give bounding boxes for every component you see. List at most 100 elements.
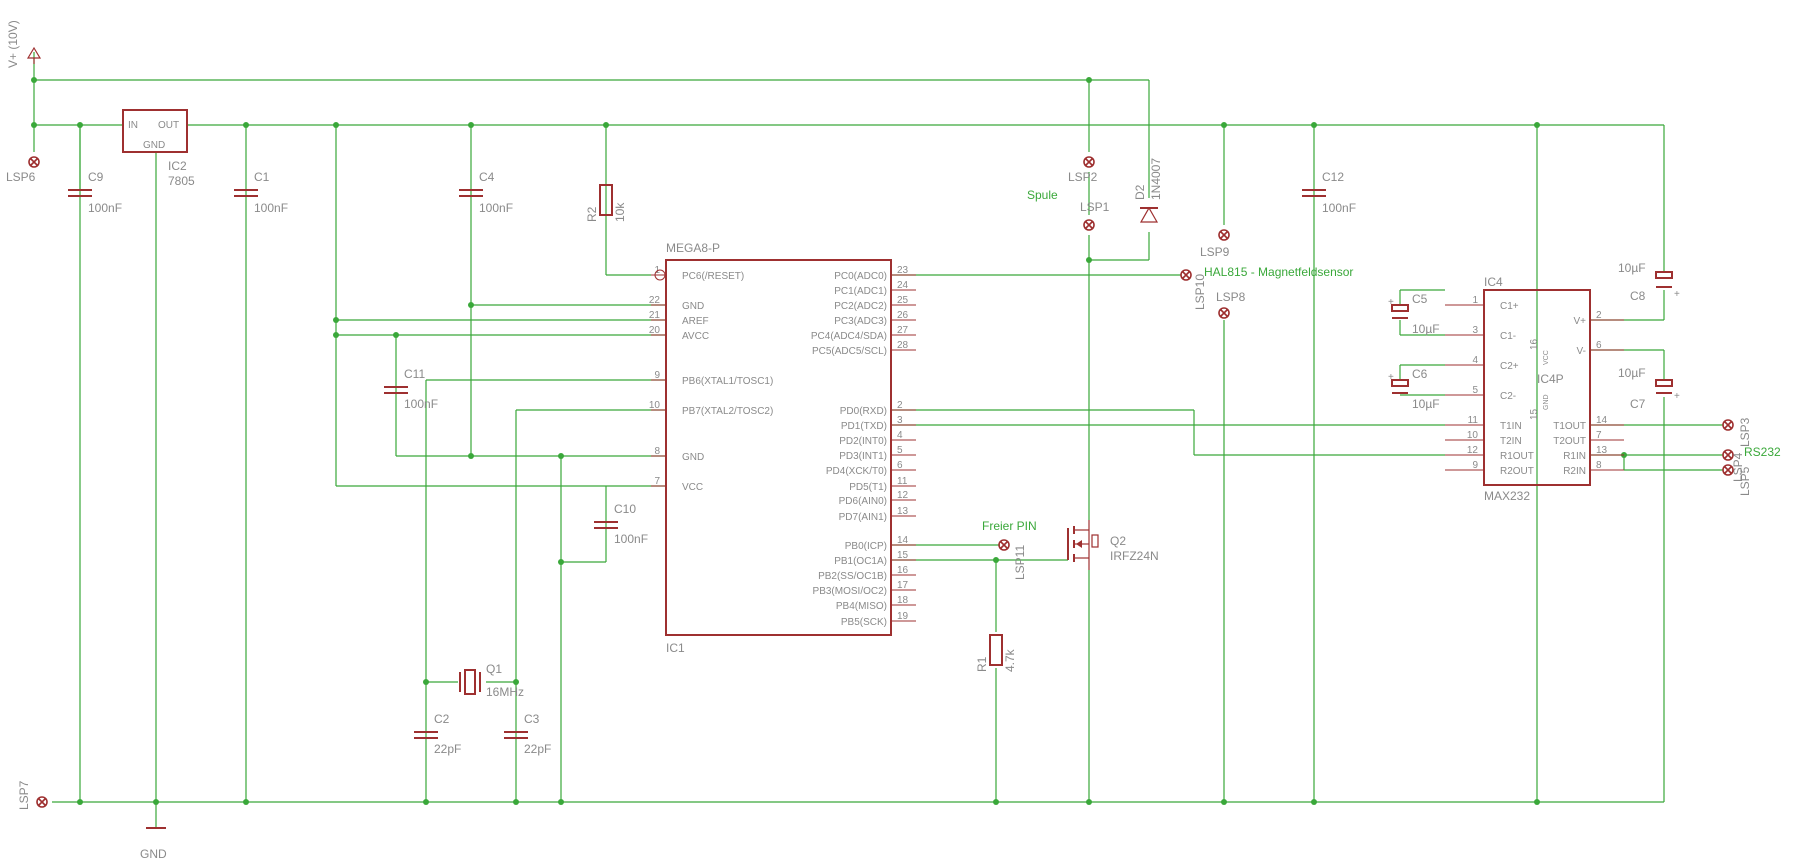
lsp10-label: LSP10 bbox=[1193, 274, 1207, 310]
vplus-supply: V+ (10V) bbox=[6, 20, 42, 68]
c10-value: 100nF bbox=[614, 532, 648, 546]
mosfet-q2[interactable]: Q2 IRFZ24N bbox=[1067, 520, 1159, 570]
lsp8[interactable]: LSP8 bbox=[1216, 290, 1246, 319]
cap-c1[interactable]: C1 100nF bbox=[234, 170, 288, 215]
lsp4[interactable]: LSP4 bbox=[1722, 449, 1745, 482]
mcu-pin-number: 6 bbox=[897, 460, 903, 471]
max232-pin-number: 5 bbox=[1472, 385, 1478, 396]
mcu-pin-name: PB1(OC1A) bbox=[834, 556, 887, 567]
c3-name: C3 bbox=[524, 712, 540, 726]
q1-value: 16MHz bbox=[486, 685, 524, 699]
crystal-q1[interactable]: Q1 16MHz bbox=[459, 662, 524, 699]
mcu-pin-number: 4 bbox=[897, 430, 903, 441]
cap-c6[interactable]: + C6 10µF bbox=[1388, 367, 1440, 411]
max232-pin-number: 13 bbox=[1596, 445, 1608, 456]
resistor-r2[interactable]: R2 10k bbox=[585, 184, 627, 222]
mcu-pin-number: 13 bbox=[897, 506, 909, 517]
mcu-pin-number: 18 bbox=[897, 595, 909, 606]
max232-pin-number: 2 bbox=[1596, 310, 1602, 321]
lsp11[interactable]: LSP11 bbox=[998, 539, 1027, 580]
lsp10[interactable]: LSP10 bbox=[1180, 269, 1207, 310]
d2-value: 1N4007 bbox=[1149, 158, 1163, 200]
c10-name: C10 bbox=[614, 502, 636, 516]
mcu-pin-number: 20 bbox=[649, 325, 661, 336]
lsp7-label: LSP7 bbox=[17, 780, 31, 810]
mcu-pin-name: PD1(TXD) bbox=[841, 421, 887, 432]
mcu-pin-number: 22 bbox=[649, 295, 661, 306]
max232-vcc-pin: 16 bbox=[1529, 338, 1540, 350]
reg-name: IC2 bbox=[168, 159, 187, 173]
max232-pin-number: 1 bbox=[1472, 295, 1478, 306]
svg-text:+: + bbox=[1674, 391, 1680, 402]
c11-name: C11 bbox=[404, 367, 425, 381]
c6-name: C6 bbox=[1412, 367, 1428, 381]
gnd-supply: GND bbox=[140, 827, 167, 861]
r2-value: 10k bbox=[613, 202, 627, 222]
cap-c3[interactable]: C3 22pF bbox=[504, 712, 551, 756]
max232-pin-name: R2OUT bbox=[1500, 466, 1534, 477]
c4-name: C4 bbox=[479, 170, 495, 184]
lsp2-label: LSP2 bbox=[1068, 170, 1098, 184]
cap-c12[interactable]: C12 100nF bbox=[1302, 170, 1356, 215]
lsp9[interactable]: LSP9 bbox=[1200, 229, 1230, 259]
mcu-name: IC1 bbox=[666, 641, 685, 655]
lsp2[interactable]: LSP2 bbox=[1068, 156, 1098, 184]
max232-pin-name: R1OUT bbox=[1500, 451, 1534, 462]
lsp1[interactable]: LSP1 bbox=[1080, 200, 1110, 231]
mcu-left-pins: PC6(/RESET)1GND22AREF21AVCC20PB6(XTAL1/T… bbox=[649, 265, 773, 493]
mcu-pin-number: 2 bbox=[897, 400, 903, 411]
mcu-pin-name: PB2(SS/OC1B) bbox=[818, 571, 887, 582]
cap-c9[interactable]: C9 100nF bbox=[68, 125, 122, 215]
lsp6[interactable]: LSP6 bbox=[6, 156, 40, 184]
lsp3[interactable]: LSP3 bbox=[1722, 417, 1752, 447]
max232-power-name: IC4P bbox=[1537, 372, 1564, 386]
c2-value: 22pF bbox=[434, 742, 461, 756]
reg-out-pin: OUT bbox=[158, 120, 179, 131]
cap-c7[interactable]: + 10µF C7 bbox=[1618, 366, 1680, 411]
max232-pin-number: 7 bbox=[1596, 430, 1602, 441]
mcu-pin-name: AREF bbox=[682, 316, 709, 327]
gnd-label: GND bbox=[140, 847, 167, 861]
mcu-ic1[interactable]: MEGA8-P IC1 PC6(/RESET)1GND22AREF21AVCC2… bbox=[649, 241, 916, 655]
mcu-pin-number: 21 bbox=[649, 310, 661, 321]
c7-value: 10µF bbox=[1618, 366, 1646, 380]
resistor-r1[interactable]: R1 4.7k bbox=[975, 634, 1017, 672]
max232-pin-name: T2IN bbox=[1500, 436, 1522, 447]
mcu-pin-name: PC0(ADC0) bbox=[834, 271, 887, 282]
max232-pin-name: R2IN bbox=[1563, 466, 1586, 477]
q1-name: Q1 bbox=[486, 662, 502, 676]
mcu-pin-name: PD3(INT1) bbox=[839, 451, 887, 462]
max232-vcc: VCC bbox=[1543, 350, 1550, 365]
svg-text:+: + bbox=[1674, 289, 1680, 300]
max232-pin-name: C1- bbox=[1500, 331, 1516, 342]
mcu-pin-number: 17 bbox=[897, 580, 909, 591]
lsp5[interactable]: LSP5 bbox=[1722, 464, 1752, 496]
lsp7[interactable]: LSP7 bbox=[17, 780, 48, 810]
cap-c2[interactable]: C2 22pF bbox=[414, 712, 461, 756]
net-label-freier-pin: Freier PIN bbox=[982, 519, 1037, 533]
mcu-pin-number: 14 bbox=[897, 535, 909, 546]
regulator-ic2[interactable]: IN OUT GND IC2 7805 bbox=[122, 109, 195, 188]
max232-ic4[interactable]: IC4 MAX232 IC4P 16 VCC 15 GND C1+1C1-3C2… bbox=[1445, 275, 1624, 503]
diode-d2[interactable]: D2 1N4007 bbox=[1133, 158, 1163, 223]
cap-c8[interactable]: + 10µF C8 bbox=[1618, 261, 1680, 303]
mcu-pin-number: 7 bbox=[654, 476, 660, 487]
mcu-value: MEGA8-P bbox=[666, 241, 720, 255]
mcu-pin-number: 16 bbox=[897, 565, 909, 576]
max232-pin-number: 9 bbox=[1472, 460, 1478, 471]
lsp6-label: LSP6 bbox=[6, 170, 36, 184]
max232-left-pins: C1+1C1-3C2+4C2-5T1IN11T2IN10R1OUT12R2OUT… bbox=[1445, 295, 1534, 477]
cap-c10[interactable]: C10 100nF bbox=[594, 502, 648, 546]
cap-c5[interactable]: + C5 10µF bbox=[1388, 292, 1440, 336]
mcu-pin-number: 11 bbox=[897, 476, 908, 487]
max232-pin-number: 11 bbox=[1468, 415, 1479, 426]
max232-value: MAX232 bbox=[1484, 489, 1530, 503]
max232-pin-number: 10 bbox=[1467, 430, 1479, 441]
c11-value: 100nF bbox=[404, 397, 438, 411]
cap-c11[interactable]: C11 100nF bbox=[384, 367, 438, 411]
c12-name: C12 bbox=[1322, 170, 1344, 184]
lsp3-label: LSP3 bbox=[1738, 417, 1752, 447]
mcu-pin-number: 5 bbox=[897, 445, 903, 456]
cap-c4[interactable]: C4 100nF bbox=[459, 170, 513, 215]
